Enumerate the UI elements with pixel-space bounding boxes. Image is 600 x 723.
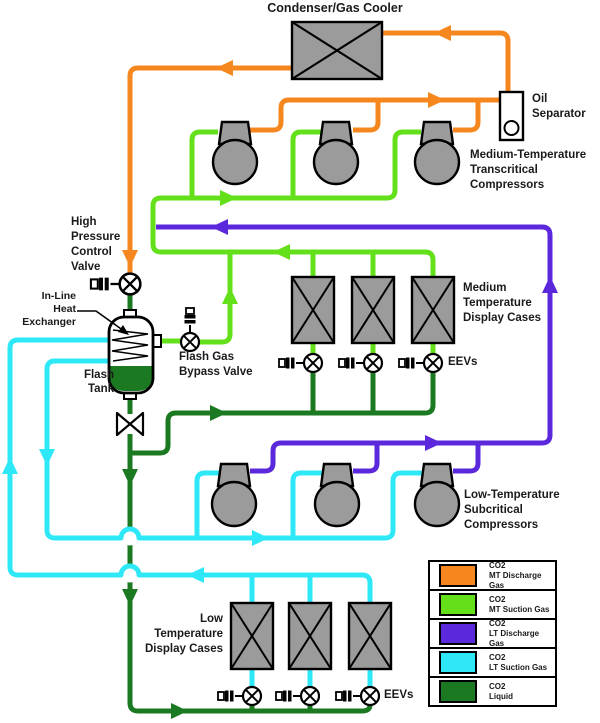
label-pointer-line	[77, 310, 129, 335]
legend-label: CO2	[489, 652, 506, 662]
legend-row-lt-discharge: CO2 LT Discharge Gas	[428, 618, 557, 649]
pipe-mt-suction-gas	[150, 129, 436, 354]
flow-arrow	[542, 276, 558, 293]
legend-row-liquid: CO2 Liquid	[428, 676, 557, 707]
flow-arrow	[122, 589, 138, 606]
mt-eevs-label: EEVs	[448, 356, 478, 368]
legend-label: CO2	[489, 618, 506, 628]
mt-compressor-2	[312, 120, 360, 186]
flash-gas-bypass-valve-label: Flash Gas Bypass Valve	[179, 351, 253, 378]
mt-display-case-1	[290, 275, 336, 345]
lt-compressor-2	[313, 462, 361, 528]
mt-eev-3	[397, 352, 444, 374]
flow-arrow	[210, 405, 227, 421]
legend-label: CO2	[489, 681, 506, 691]
inline-heat-exchanger-label: In-Line Heat Exchanger	[22, 290, 76, 328]
flash-gas-bypass-valve	[179, 306, 201, 353]
lt-display-cases-label: Low Temperature Display Cases	[145, 613, 223, 655]
legend-swatch-mt-suction	[439, 593, 477, 616]
lt-display-case-2	[287, 601, 333, 671]
pipe-mt-discharge-gas	[122, 25, 511, 273]
flow-arrow	[220, 190, 237, 206]
flow-arrow	[171, 703, 188, 719]
legend-swatch-lt-suction	[439, 651, 477, 674]
flow-arrow	[425, 435, 442, 451]
condenser-label: Condenser/Gas Cooler	[267, 1, 403, 15]
high-pressure-control-valve	[89, 272, 142, 296]
pipe-crossing-gap	[122, 567, 138, 583]
lt-compressors-label: Low-Temperature Subcritical Compressors	[464, 489, 560, 531]
flow-arrow	[216, 60, 233, 76]
legend-label: CO2	[489, 594, 506, 604]
flow-arrow	[222, 287, 238, 304]
liquid-line-valve	[115, 411, 145, 437]
legend: CO2 MT Discharge Gas CO2 MT Suction Gas …	[428, 560, 557, 707]
condenser-gas-cooler	[290, 20, 384, 81]
inline-heat-exchanger-coil	[111, 329, 149, 362]
flash-tank	[107, 309, 162, 400]
mt-eev-1	[277, 352, 324, 374]
lt-compressor-1	[210, 462, 258, 528]
legend-row-lt-suction: CO2 LT Suction Gas	[428, 647, 557, 678]
lt-compressor-3	[413, 462, 461, 528]
legend-label: Liquid	[489, 691, 513, 701]
pipe-lt-suction-gas	[2, 337, 422, 687]
flow-arrow	[122, 469, 138, 486]
mt-display-cases-label: Medium Temperature Display Cases	[463, 282, 541, 324]
legend-label: LT Suction Gas	[489, 662, 548, 672]
lt-display-case-1	[229, 601, 275, 671]
flow-arrow	[39, 449, 55, 466]
flow-arrow	[211, 219, 228, 235]
legend-swatch-lt-discharge	[439, 622, 477, 645]
legend-row-mt-suction: CO2 MT Suction Gas	[428, 589, 557, 620]
flow-arrow	[122, 250, 138, 267]
flow-arrow	[2, 457, 18, 474]
oil-separator-label: Oil Separator	[532, 93, 586, 120]
legend-label: LT Discharge Gas	[489, 628, 540, 648]
legend-swatch-mt-discharge	[439, 564, 477, 587]
legend-label: MT Discharge Gas	[489, 570, 542, 590]
flow-arrow	[434, 25, 451, 41]
flow-arrow	[187, 567, 204, 583]
legend-row-mt-discharge: CO2 MT Discharge Gas	[428, 560, 557, 591]
mt-compressors-label: Medium-Temperature Transcritical Compres…	[470, 149, 587, 191]
mt-compressor-1	[211, 120, 259, 186]
flow-arrow	[252, 530, 269, 546]
pipe-lt-discharge-gas	[156, 219, 558, 474]
lt-eev-1	[216, 685, 263, 707]
mt-eev-2	[337, 352, 384, 374]
legend-label: CO2	[489, 560, 506, 570]
mt-display-case-3	[410, 275, 456, 345]
lt-eev-2	[274, 685, 321, 707]
high-pressure-valve-label: High Pressure Control Valve	[71, 216, 121, 273]
lt-display-case-3	[347, 601, 393, 671]
legend-label: MT Suction Gas	[489, 604, 550, 614]
legend-swatch-liquid	[439, 680, 477, 703]
mt-display-case-2	[350, 275, 396, 345]
flash-tank-label: Flash Tank	[83, 369, 114, 395]
pipe-crossing-gap	[122, 530, 138, 546]
mt-compressor-3	[413, 120, 461, 186]
lt-eevs-label: EEVs	[384, 689, 414, 701]
lt-eev-3	[334, 685, 381, 707]
flow-arrow	[428, 92, 445, 108]
flash-tank-liquid	[110, 366, 152, 391]
flow-arrow	[273, 244, 290, 260]
oil-separator	[498, 90, 525, 142]
